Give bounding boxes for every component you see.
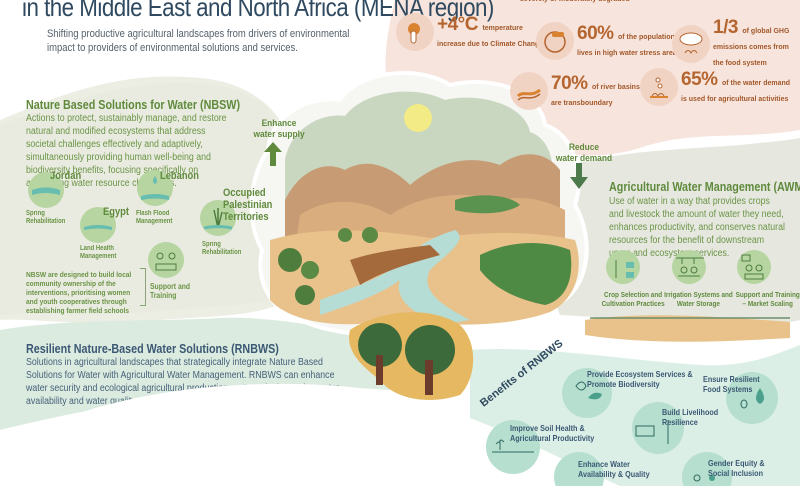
stat-value: 60%	[577, 22, 614, 44]
stat-clipped-text: severely or moderately degraded	[520, 0, 630, 3]
benefit-soil-label: Improve Soil Health &Agricultural Produc…	[510, 423, 595, 443]
people-icon	[682, 452, 732, 486]
arrow-up-icon	[264, 142, 282, 166]
support-training-icon	[737, 250, 771, 284]
stat-ghg: 1/3 of global GHG emissions comes from t…	[672, 18, 789, 69]
stat-value: 70%	[551, 72, 588, 94]
country-egypt: Egypt	[103, 206, 129, 218]
crop-selection-icon	[606, 250, 640, 284]
spring-icon	[28, 172, 64, 208]
awm-caption-support: Support and Training– Market Scaling	[735, 290, 800, 308]
stat-river-basins: 70% of river basins are transboundary	[510, 72, 640, 110]
page-title: in the Middle East and North Africa (MEN…	[22, 0, 494, 22]
awm-title: Agricultural Water Management (AWM)	[609, 180, 800, 194]
nbsw-note: NBSW are designed to build local communi…	[26, 270, 132, 315]
stat-value: 65%	[681, 68, 718, 90]
nbsw-body: Actions to protect, sustainably manage, …	[26, 113, 227, 189]
stat-water-stress: 60% of the population lives in high wate…	[536, 22, 681, 60]
stat-value: 1/3	[713, 17, 738, 38]
arrow-down-icon	[570, 163, 588, 189]
olive-drop-icon	[726, 372, 778, 424]
rnbws-title: Resilient Nature-Based Water Solutions (…	[26, 342, 279, 356]
stat-temperature: +4°C temperature increase due to Climate…	[396, 13, 543, 51]
training-group-icon	[148, 242, 184, 278]
river-basin-icon	[510, 72, 548, 110]
money-wheat-icon	[632, 402, 684, 454]
page-subtitle: Shifting productive agricultural landsca…	[47, 28, 350, 54]
irrigation-icon	[672, 250, 706, 284]
bracket	[140, 268, 146, 306]
water-drops-plants-icon	[640, 68, 678, 106]
country-jordan: Jordan	[50, 170, 82, 182]
country-lebanon: Lebanon	[160, 170, 199, 182]
water-tap-icon	[536, 22, 574, 60]
awm-body: Use of water in a way that provides crop…	[609, 196, 785, 259]
flood-icon	[137, 170, 173, 206]
reeds-icon	[200, 200, 236, 236]
land-health-icon	[80, 207, 116, 243]
nbsw-title: Nature Based Solutions for Water (NBSW)	[26, 98, 241, 112]
stat-water-demand: 65% of the water demand is used for agri…	[640, 68, 790, 106]
stat-value: +4°C	[437, 13, 478, 35]
leaf-bird-icon	[562, 368, 612, 418]
soil-plant-icon	[486, 420, 540, 474]
water-icon	[554, 452, 604, 486]
benefit-gender-label: Gender Equity &Social Inclusion	[708, 458, 765, 478]
thermometer-sun-icon	[396, 13, 434, 51]
cloud-emissions-icon	[672, 24, 710, 63]
benefit-ecosystem-label: Provide Ecosystem Services &Promote Biod…	[587, 369, 693, 389]
